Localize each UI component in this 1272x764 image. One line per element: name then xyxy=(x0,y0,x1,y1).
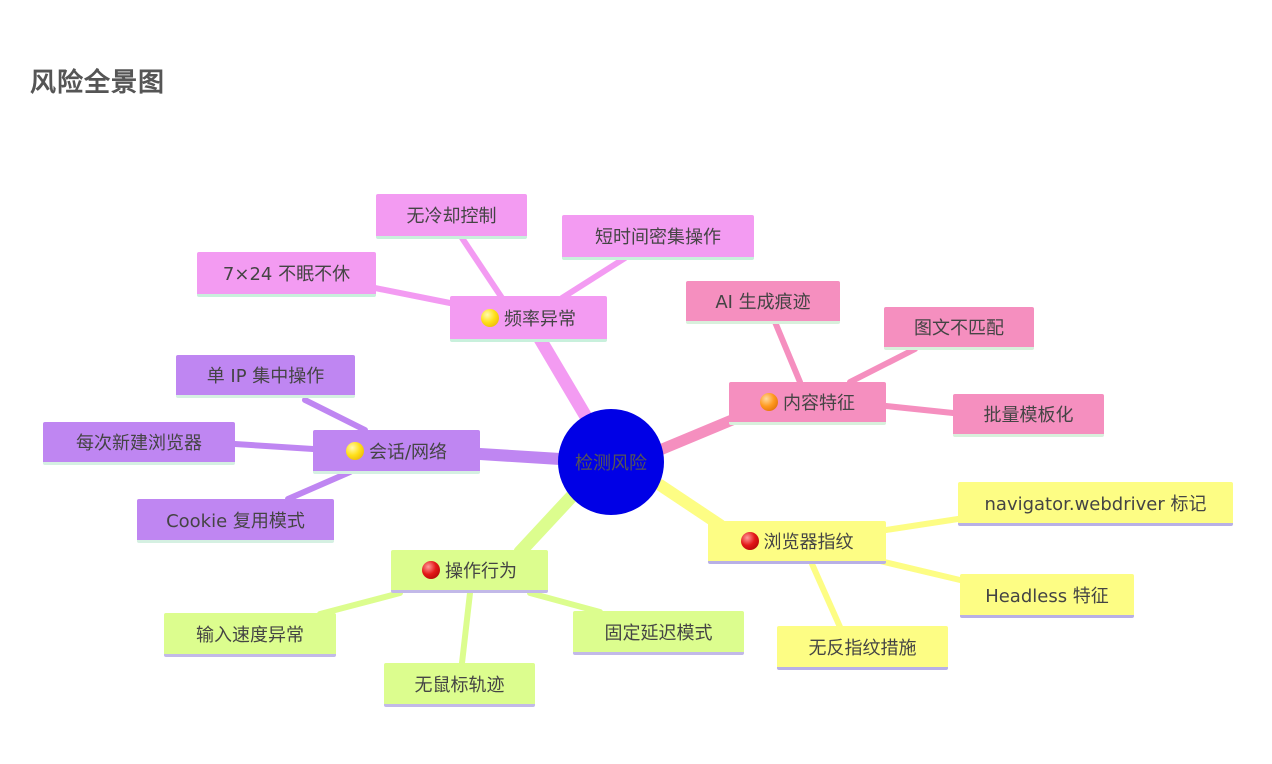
leaf-batch-template[interactable]: 批量模板化 xyxy=(953,394,1104,437)
link-session xyxy=(474,448,566,465)
link-content-2 xyxy=(847,346,918,385)
orange-dot-icon xyxy=(760,393,778,411)
red-dot-icon xyxy=(740,532,759,550)
leaf-no-cooldown[interactable]: 无冷却控制 xyxy=(376,194,527,239)
leaf-input-speed[interactable]: 输入速度异常 xyxy=(164,613,336,657)
branch-label: 会话/网络 xyxy=(368,441,448,463)
leaf-fixed-delay[interactable]: 固定延迟模式 xyxy=(573,611,744,655)
leaf-new-browser[interactable]: 每次新建浏览器 xyxy=(43,422,235,465)
branch-frequency[interactable]: 频率异常 xyxy=(450,296,607,342)
link-content xyxy=(654,414,738,456)
branch-label: 浏览器指纹 xyxy=(763,532,854,553)
leaf-burst-ops[interactable]: 短时间密集操作 xyxy=(562,215,754,260)
link-behavior xyxy=(513,488,580,559)
link-fp-2 xyxy=(877,558,963,583)
leaf-webdriver-flag[interactable]: navigator.webdriver 标记 xyxy=(958,482,1233,526)
leaf-no-anti-fingerprint[interactable]: 无反指纹措施 xyxy=(777,626,948,670)
branch-session[interactable]: 会话/网络 xyxy=(313,430,480,474)
center-node[interactable]: 检测风险 xyxy=(558,409,664,515)
link-session-1 xyxy=(302,397,368,433)
page-title: 风险全景图 xyxy=(30,68,166,98)
link-session-3 xyxy=(285,469,353,502)
link-beh-3 xyxy=(527,590,603,615)
leaf-nonstop[interactable]: 7×24 不眠不休 xyxy=(197,252,376,297)
branch-fingerprint[interactable]: 浏览器指纹 xyxy=(708,521,886,564)
link-freq-2 xyxy=(559,255,628,301)
yellow-dot-icon xyxy=(481,308,499,327)
branch-label: 操作行为 xyxy=(445,561,517,582)
link-fp-3 xyxy=(809,561,843,630)
link-freq-3 xyxy=(372,285,453,306)
branch-content[interactable]: 内容特征 xyxy=(729,382,886,425)
yellow-dot-icon xyxy=(345,441,364,460)
link-freq-1 xyxy=(459,235,505,301)
link-beh-2 xyxy=(459,590,473,666)
leaf-headless[interactable]: Headless 特征 xyxy=(960,574,1134,618)
branch-behavior[interactable]: 操作行为 xyxy=(391,550,548,593)
leaf-ai-traces[interactable]: AI 生成痕迹 xyxy=(686,281,840,324)
branch-label: 频率异常 xyxy=(504,308,576,330)
leaf-cookie-reuse[interactable]: Cookie 复用模式 xyxy=(137,499,334,543)
leaf-no-mouse-trail[interactable]: 无鼠标轨迹 xyxy=(384,663,535,707)
branch-label: 内容特征 xyxy=(783,393,855,414)
link-fingerprint xyxy=(654,479,726,531)
link-beh-1 xyxy=(317,590,403,617)
leaf-single-ip[interactable]: 单 IP 集中操作 xyxy=(176,355,355,398)
link-fp-1 xyxy=(883,516,961,533)
leaf-image-text-mismatch[interactable]: 图文不匹配 xyxy=(884,307,1034,350)
link-content-3 xyxy=(883,403,956,416)
red-dot-icon xyxy=(422,561,440,579)
link-session-2 xyxy=(232,441,316,452)
link-frequency xyxy=(533,332,592,422)
link-content-1 xyxy=(772,319,803,385)
